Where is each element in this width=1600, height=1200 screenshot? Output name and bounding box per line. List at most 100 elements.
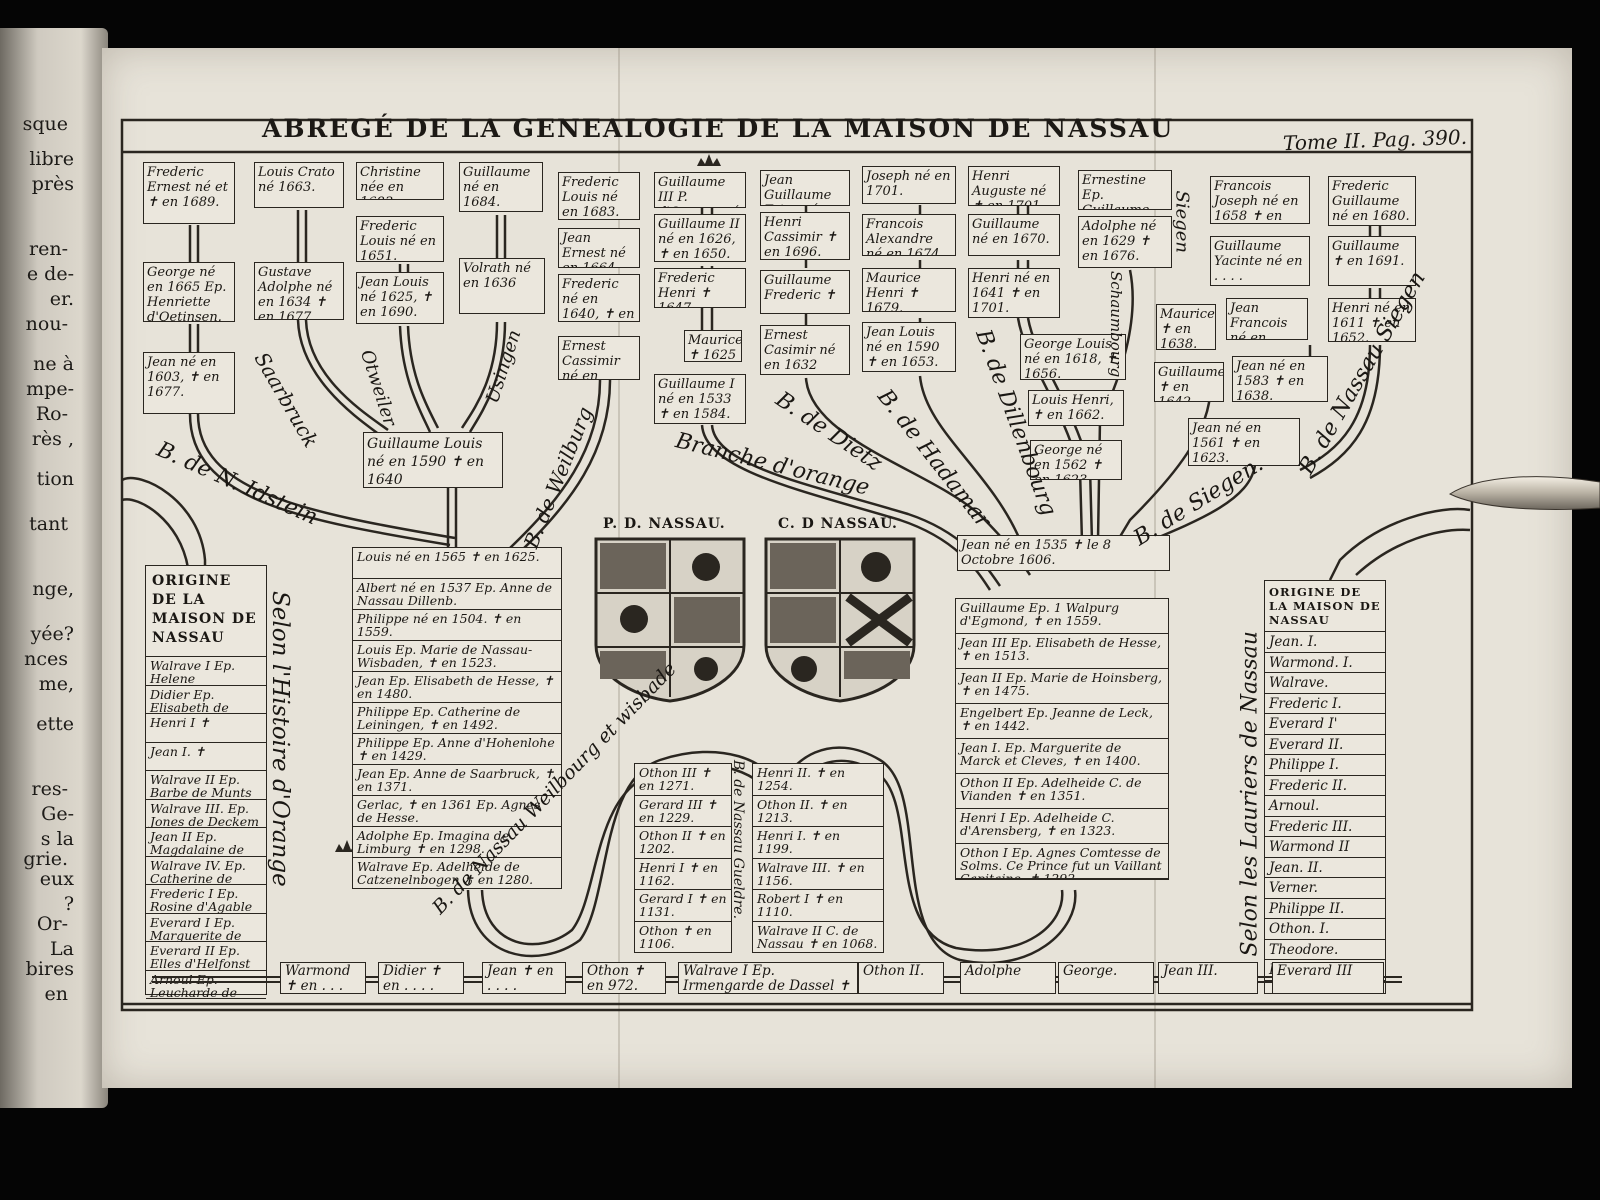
lineage-row: Jean II Ep. Marie de Hoinsberg, ✝ en 147… [956,669,1168,704]
ancestor-box: Frederic Louis né en 1651. [356,216,444,262]
lineage-row: Jean Ep. Elisabeth de Hesse, ✝ en 1480. [353,672,561,703]
left-page-text-fragment: mpe- [26,378,74,400]
lineage-row: Othon II Ep. Adelheide C. de Vianden ✝ e… [956,774,1168,809]
lineage-row: Warmond II [1265,837,1385,858]
ancestor-box: Christine née en 1683. [356,162,444,200]
left-page-text-fragment: s la [40,828,74,850]
branch-label-lauriers: Selon les Lauriers de Nassau [1237,631,1263,957]
ancestor-box: Ernest Cassimir né en 1603. [558,336,640,380]
lineage-row: Walrave I Ep. Helene d'Ardennes [146,657,266,686]
ancestor-box: Henri né en 1641 ✝ en 1701. [968,268,1060,318]
ancestor-box: Jean Francois né en 1699. [1226,298,1308,340]
branch-label-siegen: Siegen [1171,190,1193,254]
lineage-row: Walrave III. ✝ en 1156. [753,859,883,890]
left-page-text-fragment: rès , [31,428,74,450]
lineage-row: Adolphe Ep. Imagina de Limburg ✝ en 1298… [353,827,561,858]
lineage-row: Engelbert Ep. Jeanne de Leck, ✝ en 1442. [956,704,1168,739]
lineage-row: Everard II Ep. Elles d'Helfonst [146,942,266,971]
ancestor-box: Francois Joseph né en 1658 ✝ en 1694 [1210,176,1310,224]
left-page-text-fragment: près [31,173,74,195]
lineage-row: Walrave II C. de Nassau ✝ en 1068. [753,922,883,953]
lineage-row: Henri II. ✝ en 1254. [753,764,883,796]
left-page-text-fragment: Ro- [35,403,68,425]
lineage-row: Everard I' [1265,714,1385,735]
lineage-row: Othon I Ep. Agnes Comtesse de Solms. Ce … [956,844,1168,879]
list-header: ORIGINE DE LA MAISON DE NASSAU [1265,581,1385,632]
branch-label-gueldre: B. de Nassau Gueldre. [730,760,746,920]
coat-of-arms-nassau-orange-icon [594,537,746,703]
branch-label-schaumbourg: Schaumbourg [1107,271,1125,378]
lineage-row: Walrave. [1265,673,1385,694]
ancestor-box: Francois Alexandre né en 1674. [862,214,956,256]
ancestor-box: Volrath né en 1636 [459,258,545,314]
ancestor-box: George Louis né en 1618, ✝ 1656. [1020,334,1126,380]
lineage-row: Jean. I. [1265,632,1385,653]
left-page-text-fragment: Ge- [41,803,74,825]
jean-1535-box: Jean né en 1535 ✝ le 8 Octobre 1606. [957,535,1170,571]
lineage-row: Jean III Ep. Elisabeth de Hesse, ✝ en 15… [956,634,1168,669]
ancestor-box: Maurice ✝ en 1638. [1156,304,1216,350]
bottom-row-cell: Warmond ✝ en . . . [280,962,366,994]
lineage-row: Frederic III. [1265,817,1385,837]
lineage-row: Henri I. ✝ en 1199. [753,827,883,859]
lineage-row: Guillaume Ep. 1 Walpurg d'Egmond, ✝ en 1… [956,599,1168,634]
ancestor-box: Maurice ✝ 1625 [684,330,742,362]
bottom-row-cell: Othon II. [858,962,944,994]
left-page-text-fragment: La [50,938,74,960]
ancestor-box: Guillaume né en 1684. [459,162,543,212]
left-page-text-fragment: er. [49,288,74,310]
ancestor-box: Henri Auguste né ✝ en 1701. [968,166,1060,206]
gueldre-right-lineage: Henri II. ✝ en 1254.Othon II. ✝ en 1213.… [752,763,884,953]
lineage-row: Robert I ✝ en 1110. [753,890,883,922]
lineage-row: Walrave IV. Ep. Catherine de Roden [146,857,266,885]
left-page-text-fragment: yée? [30,623,74,645]
left-page-text-fragment: libre [29,148,74,170]
guillaume-louis-box: Guillaume Louis né en 1590 ✝ en 1640 [363,432,503,488]
ancestor-box: Jean Guillaume Friso né en 1687 [760,170,850,206]
bottom-row-cell: Everard III [1272,962,1384,994]
ancestor-box: Jean né en 1583 ✝ en 1638. [1232,356,1328,402]
left-page-text-fragment: tant [29,513,68,535]
lineage-row: Philippe né en 1504. ✝ en 1559. [353,610,561,641]
gueldre-left-lineage: Othon III ✝ en 1271.Gerard III ✝ en 1229… [634,763,732,953]
left-page-text-fragment: res- [31,778,69,800]
left-page-text-fragment: ne à [33,353,74,375]
left-page-text-fragment: grie. [23,848,68,870]
ancestor-box: Ernest Casimir né en 1632 [760,325,850,375]
ancestor-box: Guillaume Yacinte né en . . . . [1210,236,1310,286]
lineage-row: Walrave II Ep. Barbe de Munts [146,771,266,800]
ancestor-box: Joseph né en 1701. [862,166,956,204]
ancestor-box: Adolphe né en 1629 ✝ en 1676. [1078,216,1172,268]
left-page-text-fragment: en [44,983,68,1005]
ancestor-box: Jean né en 1603, ✝ en 1677. [143,352,235,414]
ancestor-box: Maurice Henri ✝ 1679. [862,268,956,312]
lineage-row: Louis Ep. Marie de Nassau-Wisbaden, ✝ en… [353,641,561,672]
lineage-row: Jean I. Ep. Marguerite de Marck et Cleve… [956,739,1168,774]
lineage-row: Frederic I Ep. Rosine d'Agable [146,885,266,914]
lineage-row: Jean I. ✝ [146,743,266,771]
branch-label-histoire: Selon l'Histoire d'Orange [267,591,293,887]
ancestor-box: Gustave Adolphe né en 1634 ✝ en 1677 [254,262,344,320]
bottom-row-cell: Adolphe [960,962,1056,994]
lineage-row: Othon III ✝ en 1271. [635,764,731,796]
lineage-row: Theodore. [1265,940,1385,960]
bottom-row-cell: George. [1058,962,1154,994]
ancestor-box: Jean Louis né 1625, ✝ en 1690. [356,272,444,324]
left-page-text-fragment: nou- [25,313,68,335]
left-page-text-fragment: sque [22,113,68,135]
lineage-row: Everard II. [1265,735,1385,755]
lineage-row: Walrave Ep. Adelheide de Catzenelnbogen … [353,858,561,889]
left-page-text-fragment: ette [36,713,74,735]
lineage-row: Jean. II. [1265,858,1385,878]
ancestor-box: Guillaume ✝ en 1642. [1154,362,1224,402]
lineage-row: Gerard III ✝ en 1229. [635,796,731,827]
coat-label-right: C. D NASSAU. [778,516,898,532]
ancestor-box: Guillaume né en 1670. [968,214,1060,256]
bottom-row-cell: Didier ✝ en . . . . [378,962,464,994]
bottom-row-cell: Othon ✝ en 972. [582,962,666,994]
lineage-row: Othon ✝ en 1106. [635,922,731,953]
lineage-row: Philippe Ep. Catherine de Leiningen, ✝ e… [353,703,561,734]
left-page-text-fragment: tion [36,468,74,490]
lineage-row: Louis né en 1565 ✝ en 1625. [353,548,561,579]
